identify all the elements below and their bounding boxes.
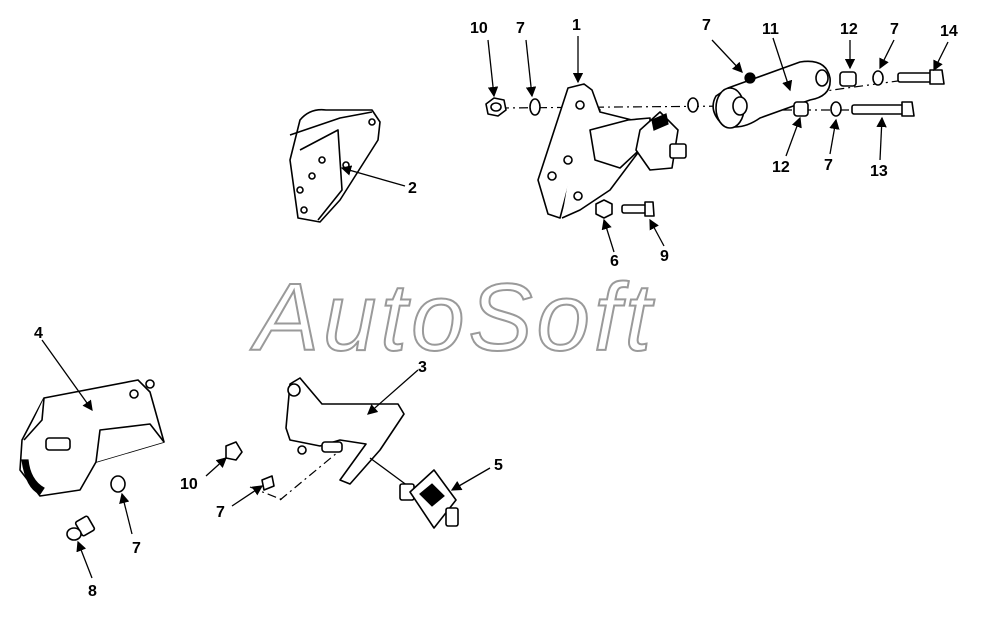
- callout-7-e: 7: [216, 504, 225, 521]
- callout-10-lower: 10: [180, 476, 198, 493]
- callout-8: 8: [88, 583, 97, 600]
- part-7-washer-a: [529, 98, 541, 116]
- part-10-nut-upper: [485, 97, 507, 117]
- part-6-nut: [595, 199, 613, 219]
- part-7-washer-b: [687, 97, 699, 113]
- part-1-bracket: [537, 83, 687, 219]
- callout-13: 13: [870, 163, 888, 180]
- callout-12-b: 12: [772, 159, 790, 176]
- part-9-bolt: [621, 201, 655, 217]
- callout-10-upper: 10: [470, 20, 488, 37]
- part-13-bolt: [851, 101, 915, 117]
- part-2-mount: [289, 108, 381, 223]
- watermark-text: AutoSoft: [250, 264, 655, 371]
- part-12-bushing-a: [839, 71, 857, 87]
- callout-2: 2: [408, 180, 417, 197]
- callout-7-a: 7: [516, 20, 525, 37]
- part-14-bolt: [897, 69, 945, 85]
- part-7-washer-f: [261, 475, 275, 491]
- part-7-washer-d: [830, 101, 842, 117]
- callout-6: 6: [610, 253, 619, 270]
- callout-14: 14: [940, 23, 958, 40]
- part-7-washer-e: [110, 475, 126, 493]
- callout-11: 11: [762, 21, 779, 38]
- part-7-washer-c: [872, 70, 884, 86]
- callout-labels: 10 7 1 7 11 12 7 14 2 12 7 13 6 9 4 3 5 …: [34, 17, 958, 600]
- callout-7-b: 7: [702, 17, 711, 34]
- leader-lines: [41, 36, 949, 579]
- callout-3: 3: [418, 359, 427, 376]
- callout-4: 4: [34, 325, 43, 342]
- part-10-nut-lower: [225, 441, 243, 461]
- part-12-bushing-b: [793, 101, 809, 117]
- callout-5: 5: [494, 457, 503, 474]
- part-4-mount: [19, 379, 165, 497]
- part-8-bolt: [66, 515, 96, 541]
- callout-9: 9: [660, 248, 669, 265]
- part-3-bracket: [285, 377, 405, 485]
- part-5-insulator: [369, 457, 459, 529]
- callout-7-d: 7: [824, 157, 833, 174]
- callout-7-c: 7: [890, 21, 899, 38]
- callout-1: 1: [572, 17, 581, 34]
- callout-12-a: 12: [840, 21, 858, 38]
- upper-assembly: [485, 60, 945, 219]
- callout-7-f: 7: [132, 540, 141, 557]
- part-11-torque-link: [712, 60, 831, 129]
